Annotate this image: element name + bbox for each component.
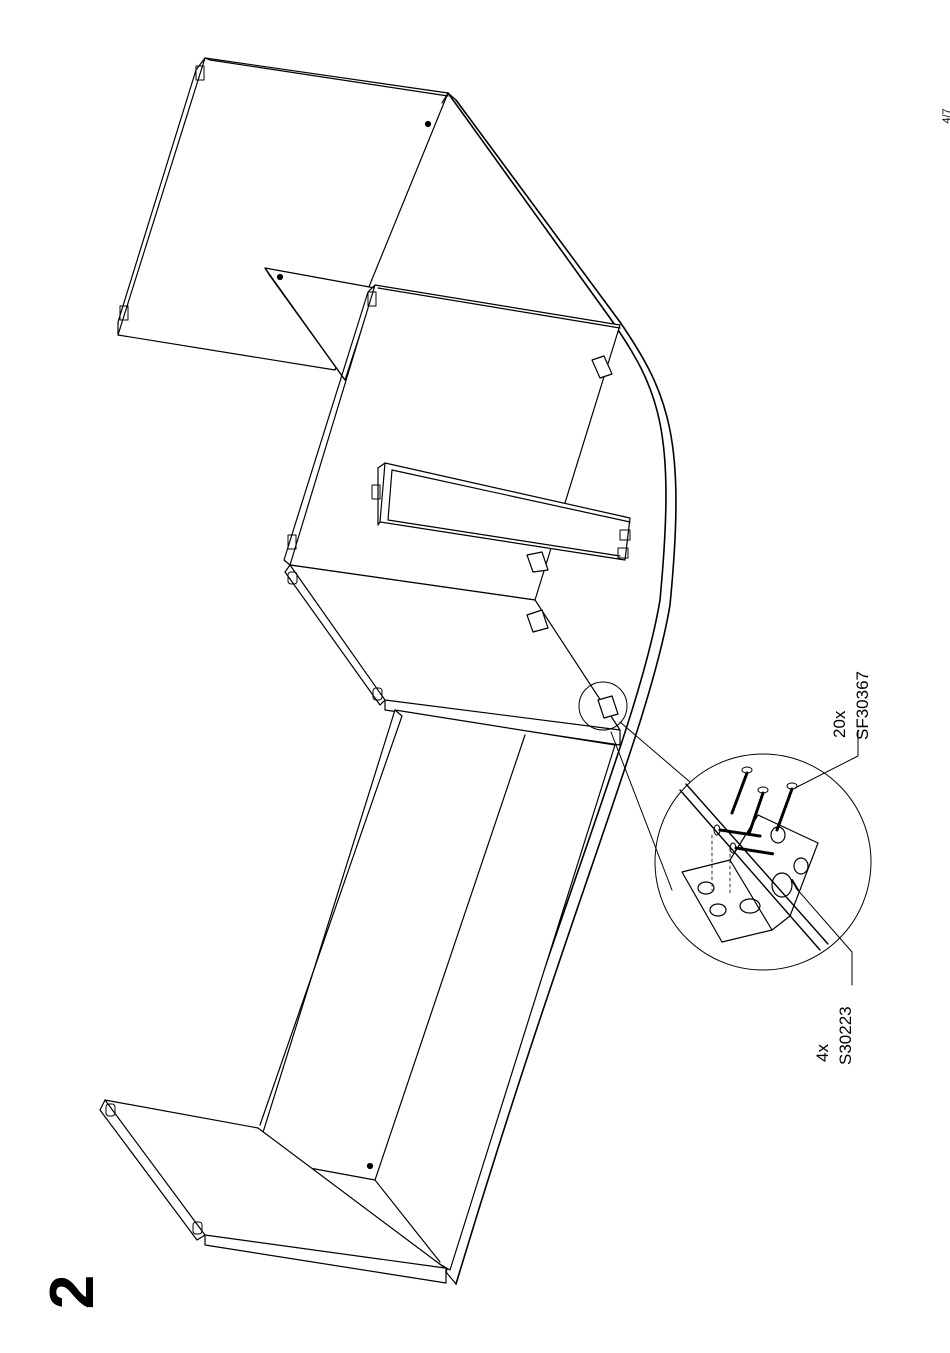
screw-part-code: SF30367	[853, 620, 873, 740]
bracket-part-code: S30223	[836, 965, 856, 1065]
screw-icon	[714, 767, 797, 854]
screw-quantity: 20x	[830, 618, 850, 738]
page-number: 4/7	[939, 96, 950, 136]
bracket-quantity: 4x	[813, 962, 833, 1062]
step-number: 2	[43, 1247, 103, 1337]
